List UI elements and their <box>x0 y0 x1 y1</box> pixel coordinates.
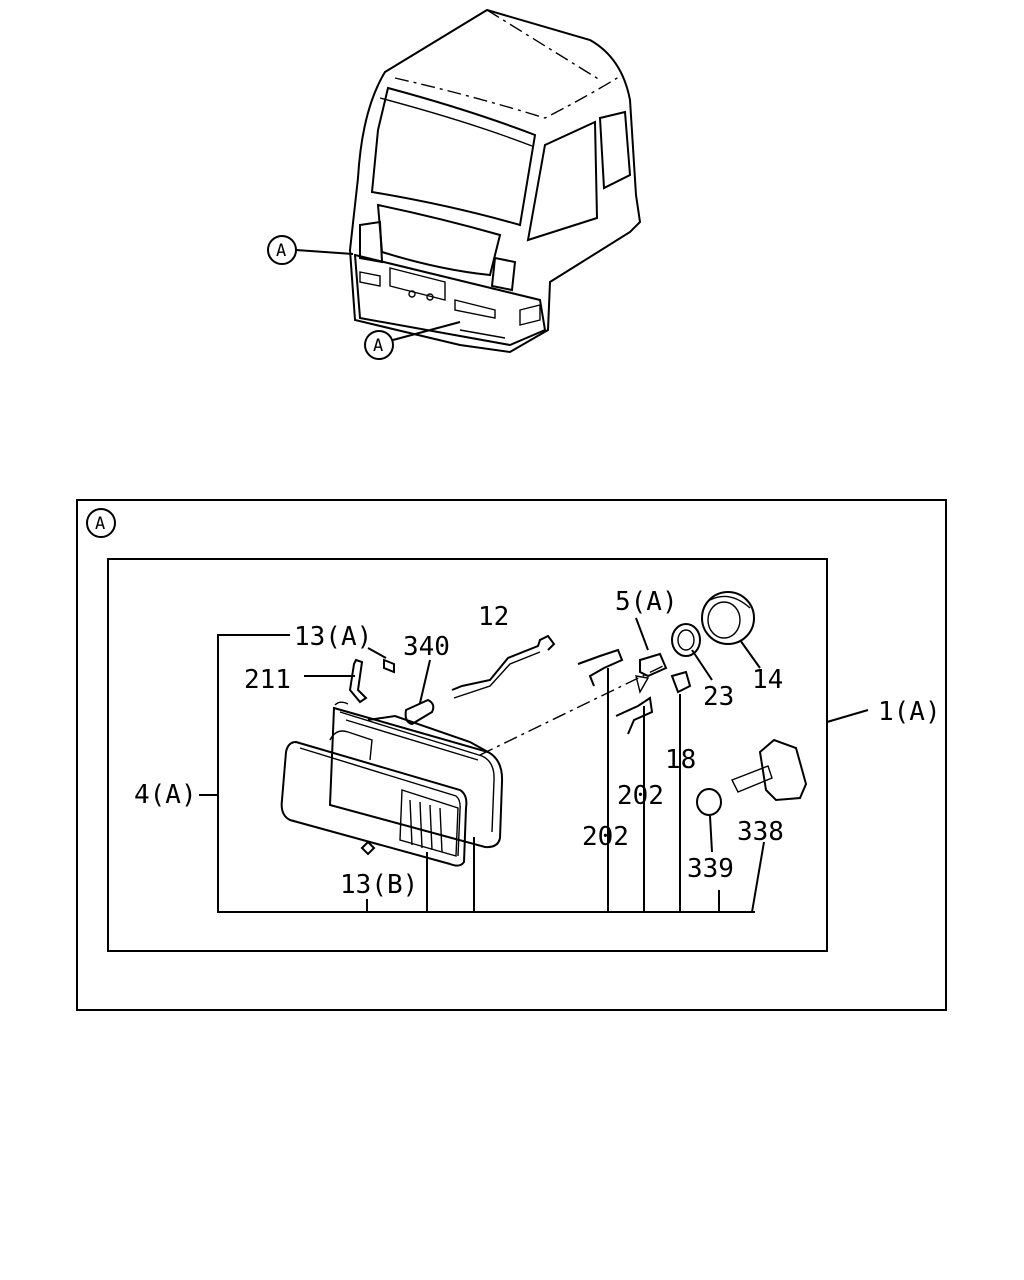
view-a-marker: A <box>86 508 116 538</box>
screw-202-upper <box>577 648 624 687</box>
part-labels: 13(A) 211 340 12 5(A) 14 23 1(A) 4(A) 18… <box>134 587 941 900</box>
label-14: 14 <box>752 665 783 695</box>
bulb-5a <box>639 652 668 678</box>
label-23: 23 <box>703 682 734 712</box>
cab-marker-upper-text: A <box>276 241 286 261</box>
o-ring-339 <box>696 788 722 816</box>
label-339: 339 <box>687 854 734 884</box>
screw-13b <box>360 840 376 856</box>
socket-23 <box>671 623 701 657</box>
label-202-lower: 202 <box>582 822 629 852</box>
bulb-340 <box>404 698 435 726</box>
label-18: 18 <box>665 745 696 775</box>
label-4a: 4(A) <box>134 780 197 810</box>
detail-view-outer-frame <box>76 499 947 1011</box>
cab-callout-lower: A <box>364 321 461 360</box>
cab-callout-upper: A <box>267 235 354 265</box>
label-13a: 13(A) <box>294 622 372 652</box>
cab-marker-lower-text: A <box>373 336 383 356</box>
sensor-338 <box>758 738 808 802</box>
ring-14 <box>701 591 755 645</box>
harness-12 <box>451 634 556 691</box>
view-marker-text: A <box>95 514 105 534</box>
screw-13a <box>383 658 395 674</box>
label-340: 340 <box>403 632 450 662</box>
label-202-upper: 202 <box>617 781 664 811</box>
plug-18 <box>670 670 692 694</box>
label-12: 12 <box>478 602 509 632</box>
fog-lamp-housing <box>280 701 504 867</box>
screw-202-lower <box>615 696 654 735</box>
leader-brackets <box>199 617 869 913</box>
detail-view-inner-frame <box>107 558 828 952</box>
label-13b: 13(B) <box>340 870 418 900</box>
label-1a: 1(A) <box>878 697 941 727</box>
clip-211 <box>348 658 368 704</box>
label-5a: 5(A) <box>615 587 678 617</box>
label-338: 338 <box>737 817 784 847</box>
label-211: 211 <box>244 665 291 695</box>
truck-cab-illustration <box>348 8 642 354</box>
